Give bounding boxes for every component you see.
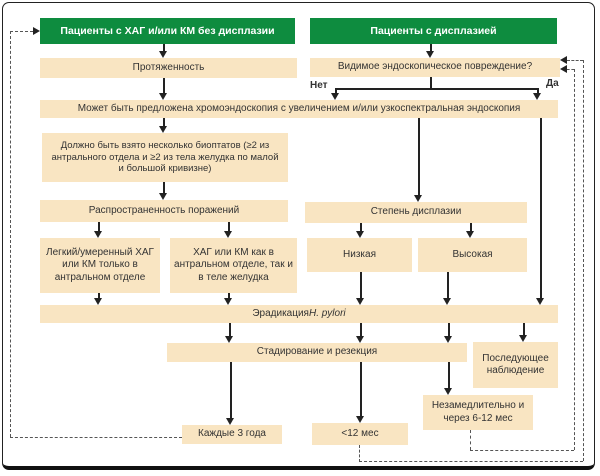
arrowhead xyxy=(223,231,232,238)
connector-line xyxy=(335,88,538,90)
eradication-hpylori-italic: H. pylori xyxy=(308,307,346,319)
connector-line xyxy=(98,222,100,232)
arrowhead xyxy=(413,195,422,202)
connector-line xyxy=(228,222,230,232)
node-high-grade: Высокая xyxy=(418,238,527,272)
node-patients-no-dysplasia: Пациенты с ХАГ и/или КМ без дисплазии xyxy=(40,18,295,44)
node-patients-dysplasia: Пациенты с дисплазией xyxy=(310,18,557,44)
node-immediate-6-12: Незамедлительно и через 6-12 мес xyxy=(423,395,533,430)
feedback-dashed-line xyxy=(470,430,471,450)
arrowhead xyxy=(224,336,233,343)
connector-line xyxy=(430,44,432,52)
connector-line xyxy=(360,362,362,417)
connector-line xyxy=(360,223,362,232)
connector-line xyxy=(448,323,450,337)
arrowhead xyxy=(425,51,434,58)
connector-line xyxy=(360,272,362,299)
arrowhead xyxy=(443,388,452,395)
arrowhead xyxy=(535,298,544,305)
node-mild-antral-only: Легкий/умеренный ХАГ или КМ только в ант… xyxy=(40,238,160,293)
node-extent: Протяженность xyxy=(40,58,297,78)
connector-line xyxy=(537,88,539,94)
label-no: Нет xyxy=(310,80,328,91)
feedback-dashed-line xyxy=(10,31,33,32)
feedback-dashed-line xyxy=(567,60,583,61)
feedback-dashed-line xyxy=(359,461,583,462)
arrowhead xyxy=(158,126,167,133)
arrowhead xyxy=(442,298,451,305)
arrowhead xyxy=(355,298,364,305)
node-low-grade: Низкая xyxy=(307,238,412,272)
arrowhead xyxy=(355,336,364,343)
connector-line xyxy=(163,44,165,52)
feedback-dashed-line xyxy=(574,69,575,450)
connector-line xyxy=(163,118,165,127)
node-eradication: Эрадикация H. pylori xyxy=(40,305,558,323)
node-chromoendoscopy: Может быть предложена хромоэндоскопия с … xyxy=(40,100,558,118)
connector-line xyxy=(448,362,450,389)
connector-line xyxy=(335,88,337,94)
connector-line xyxy=(230,362,232,419)
arrowhead xyxy=(158,193,167,200)
arrowhead xyxy=(355,231,364,238)
feedback-dashed-line xyxy=(359,445,360,462)
node-less-12-months: <12 мес xyxy=(312,423,408,445)
eradication-text: Эрадикация xyxy=(252,307,309,319)
feedback-dashed-line xyxy=(10,437,182,438)
arrowhead xyxy=(225,418,234,425)
feedback-dashed-line xyxy=(10,31,11,437)
figure-border xyxy=(2,2,595,470)
connector-line xyxy=(229,323,231,337)
arrowhead xyxy=(560,64,567,73)
node-lesion-spread: Распространенность поражений xyxy=(40,200,288,222)
connector-line xyxy=(523,323,525,336)
connector-line xyxy=(228,293,230,299)
arrowhead xyxy=(330,93,339,100)
arrowhead xyxy=(465,231,474,238)
feedback-dashed-line xyxy=(567,69,574,70)
connector-line xyxy=(430,77,432,88)
arrowhead xyxy=(443,336,452,343)
arrowhead xyxy=(33,26,40,35)
connector-line xyxy=(447,272,449,299)
arrowhead xyxy=(158,51,167,58)
connector-line xyxy=(163,182,165,194)
arrowhead xyxy=(560,55,567,64)
arrowhead xyxy=(158,93,167,100)
node-followup-observation: Последующее наблюдение xyxy=(473,342,558,388)
label-yes: Да xyxy=(546,78,559,89)
connector-line xyxy=(98,293,100,299)
node-dysplasia-grade: Степень дисплазии xyxy=(305,202,527,223)
connector-line xyxy=(163,78,165,94)
feedback-dashed-line xyxy=(583,60,584,461)
connector-line xyxy=(540,118,542,299)
node-biopsies: Должно быть взято несколько биоптатов (≥… xyxy=(42,133,288,182)
arrowhead xyxy=(93,231,102,238)
arrowhead xyxy=(93,298,102,305)
feedback-dashed-line xyxy=(470,450,574,451)
connector-line xyxy=(470,223,472,232)
arrowhead xyxy=(355,416,364,423)
connector-line xyxy=(360,323,362,337)
node-antral-and-body: ХАГ или КМ как в антральном отделе, так … xyxy=(170,238,297,293)
connector-line xyxy=(418,118,420,196)
node-staging-resection: Стадирование и резекция xyxy=(167,343,467,362)
arrowhead xyxy=(223,298,232,305)
arrowhead xyxy=(532,93,541,100)
node-every-3-years: Каждые 3 года xyxy=(182,425,282,444)
node-visible-lesion-question: Видимое эндоскопическое повреждение? xyxy=(310,58,560,77)
arrowhead xyxy=(518,335,527,342)
